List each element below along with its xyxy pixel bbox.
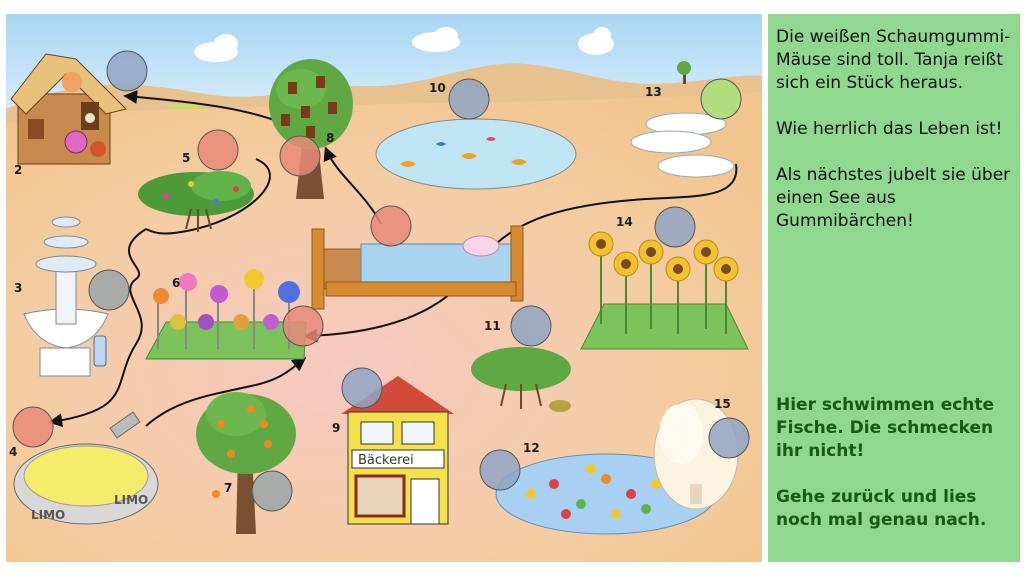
hotspot-fountain[interactable] [88,269,130,311]
fish-pond [375,118,577,190]
feedback-box: Hier schwimmen echte Fische. Die schmeck… [776,394,1012,532]
hotspot-popcorn-tree[interactable] [708,417,750,459]
marshmallow-mice [630,112,735,178]
station-number: 14 [616,215,633,229]
fountain [23,216,109,377]
hotspot-marshmallow-mice[interactable] [700,78,742,120]
station-number: 15 [714,397,731,411]
clouds [194,27,614,62]
station-number: 4 [9,445,17,459]
story-panel: Die weißen Schaumgummi-Mäuse sind toll. … [768,14,1020,562]
path-arrows [48,89,738,428]
distant-tree [677,61,691,84]
bed [311,225,524,310]
station-number: 11 [484,319,501,333]
gingerbread-house [10,53,127,165]
station-number: 6 [172,276,180,290]
story-text-2: Wie herrlich das Leben ist! [776,119,1003,139]
station-number: 2 [14,163,22,177]
hotspot-candy-bush[interactable] [197,129,239,171]
bakery: Bäckerei [341,376,454,525]
limo-pool: LIMO LIMO [13,411,159,525]
station-hotspots [12,50,750,512]
station-numbers: 2 3 4 5 6 7 8 9 10 11 12 13 14 15 [9,81,731,495]
hotspot-bed[interactable] [370,205,412,247]
hotspot-lollipops[interactable] [282,305,324,347]
hotspot-bush[interactable] [510,305,552,347]
feedback-text-1: Hier schwimmen echte Fische. Die schmeck… [776,395,995,461]
bakery-sign: Bäckerei [358,453,414,468]
pool-label-right: LIMO [114,493,148,507]
story-text-1: Die weißen Schaumgummi-Mäuse sind toll. … [776,27,1011,93]
station-number: 9 [332,421,340,435]
pool-label-left: LIMO [31,508,65,522]
small-hill [166,102,211,109]
station-number: 5 [182,151,190,165]
hotspot-orange-tree[interactable] [251,470,293,512]
hotspot-gummy-bear-lake[interactable] [479,449,521,491]
hotspot-limo-pool[interactable] [12,406,54,448]
chocolate-tree [269,59,353,199]
candy-bush [138,171,254,232]
story-map: LIMO LIMO [6,14,762,562]
hotspot-sunflowers[interactable] [654,206,696,248]
station-number: 8 [326,131,334,145]
station-number: 3 [14,281,22,295]
station-number: 12 [523,441,540,455]
hotspot-chocolate-tree[interactable] [279,135,321,177]
hotspot-bakery[interactable] [341,367,383,409]
orange-tree [196,392,296,534]
station-number: 7 [224,481,232,495]
feedback-text-2: Gehe zurück und lies noch mal genau nach… [776,487,987,530]
story-text-3: Als nächstes jubelt sie über einen See a… [776,165,1011,231]
bush [471,347,571,412]
sunflower-field [580,231,749,350]
station-number: 10 [429,81,446,95]
hotspot-gingerbread-house[interactable] [106,50,148,92]
lollipop-bed [145,269,307,360]
station-number: 13 [645,85,662,99]
hotspot-fish-pond[interactable] [448,78,490,120]
